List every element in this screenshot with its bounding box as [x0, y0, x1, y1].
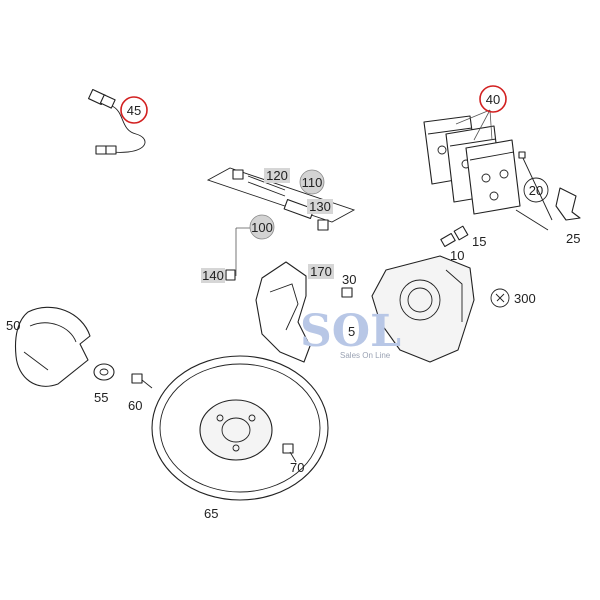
callout-170-box — [308, 264, 334, 279]
bolt-60-drawing — [131, 373, 153, 389]
callout-120-box — [264, 168, 290, 183]
callout-20-circle — [523, 177, 549, 203]
callout-40-circle — [479, 85, 507, 113]
callout-45[interactable]: 45 — [127, 103, 141, 118]
callout-50[interactable]: 50 — [6, 318, 20, 333]
bolt-70-drawing — [282, 443, 297, 463]
callout-45-circle — [120, 96, 148, 124]
brake-disc-drawing — [151, 355, 329, 501]
caliper-bracket-drawing — [255, 261, 311, 363]
watermark-tagline: Sales On Line — [340, 351, 391, 360]
callout-110-circle — [299, 169, 325, 195]
callout-140-box — [201, 268, 225, 283]
callout-55[interactable]: 55 — [94, 390, 108, 405]
callout-20[interactable]: 20 — [529, 183, 543, 198]
callout-40[interactable]: 40 — [486, 92, 500, 107]
callout-130[interactable]: 130 — [309, 199, 331, 214]
callout-100-circle — [249, 214, 275, 240]
callout-140[interactable]: 140 — [202, 268, 224, 283]
callout-70[interactable]: 70 — [290, 460, 304, 475]
watermark-logo: SOL — [300, 306, 401, 357]
callout-30[interactable]: 30 — [342, 272, 356, 287]
callout-15[interactable]: 15 — [472, 234, 486, 249]
callout-170[interactable]: 170 — [310, 264, 332, 279]
sol-watermark: SOL Sales On Line — [300, 306, 401, 360]
caliper-body-drawing — [371, 255, 475, 363]
callout-300[interactable]: 300 — [514, 291, 536, 306]
bleeder-valve-drawing — [440, 225, 469, 248]
callout-110[interactable]: 110 — [302, 175, 323, 190]
callout-5[interactable]: 5 — [348, 324, 355, 339]
callout-10[interactable]: 10 — [450, 248, 464, 263]
brake-pad-set-drawing — [423, 115, 521, 215]
callout-25[interactable]: 25 — [566, 231, 580, 246]
bolt-140-drawing — [225, 269, 236, 281]
wrench-icon — [490, 288, 510, 308]
callout-120[interactable]: 120 — [266, 168, 288, 183]
dust-shield-drawing — [14, 306, 91, 387]
callout-60[interactable]: 60 — [128, 398, 142, 413]
callout-65[interactable]: 65 — [204, 506, 218, 521]
spacer-ring-drawing — [93, 363, 115, 381]
callout-130-box — [307, 199, 333, 214]
callout-100[interactable]: 100 — [251, 220, 273, 235]
bolt-30-drawing — [341, 287, 353, 298]
wear-sensor-drawing — [87, 88, 146, 155]
guide-pins-drawing — [515, 151, 581, 231]
